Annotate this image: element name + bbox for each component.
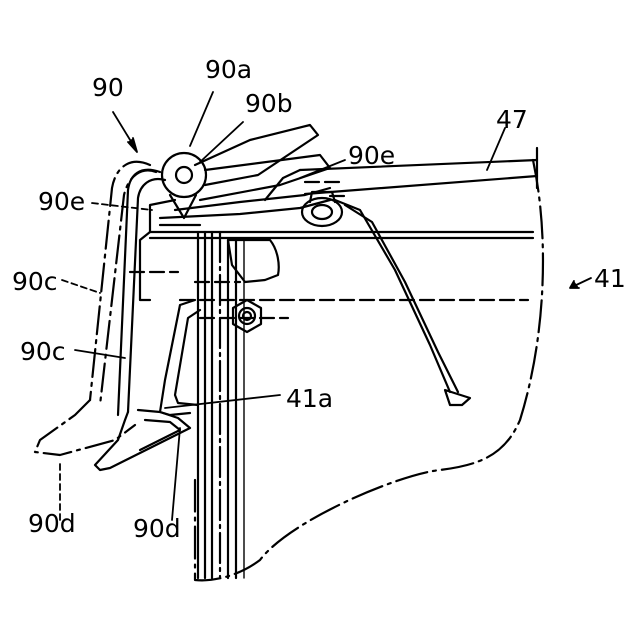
leader-90b — [200, 122, 243, 162]
label-90c-lower: 90c — [20, 337, 66, 366]
latch-41a — [160, 300, 200, 415]
hex-nut — [233, 300, 261, 332]
label-90d-right: 90d — [133, 514, 181, 543]
leader-90a — [190, 92, 213, 146]
hidden-lines — [130, 182, 528, 318]
leader-lines — [60, 92, 591, 520]
stay-rod — [335, 200, 470, 405]
label-47: 47 — [496, 105, 528, 134]
label-90e-left: 90e — [38, 187, 85, 216]
label-41: 41 — [594, 264, 626, 293]
label-41a: 41a — [286, 384, 333, 413]
label-90b: 90b — [245, 89, 293, 118]
leader-90d-right — [172, 428, 180, 520]
label-90a: 90a — [205, 55, 252, 84]
leader-90c-upper — [62, 280, 100, 293]
leader-90c-lower — [75, 350, 125, 358]
leader-47 — [487, 128, 505, 170]
vertical-post — [198, 232, 244, 578]
label-90e-right: 90e — [348, 141, 395, 170]
body-41-outline — [195, 160, 543, 580]
lid-knob — [302, 192, 342, 226]
label-90c-upper: 90c — [12, 267, 58, 296]
label-90d-left: 90d — [28, 509, 76, 538]
leader-41a — [165, 395, 280, 408]
label-90: 90 — [92, 73, 124, 102]
